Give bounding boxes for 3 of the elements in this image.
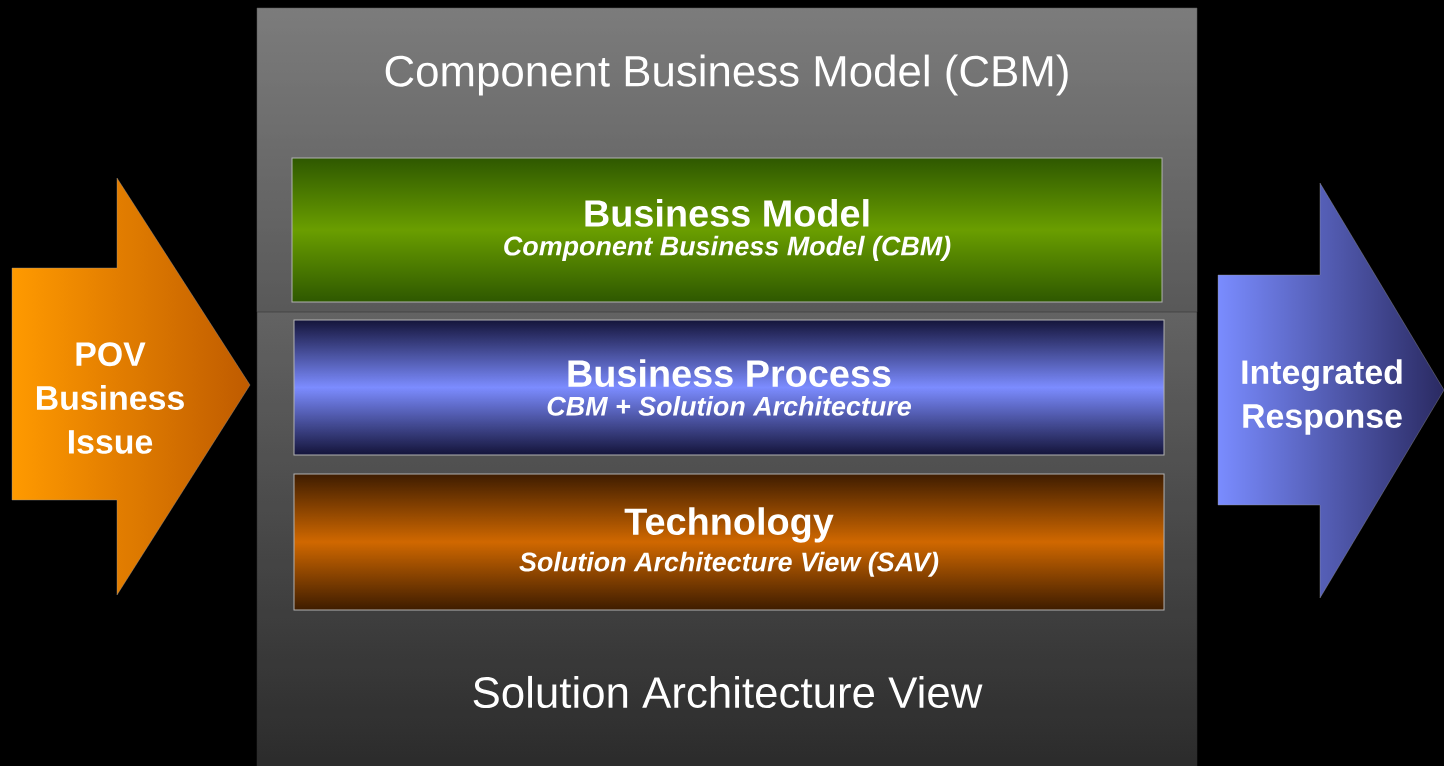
- layer-bar: Business Model Component Business Model (CBM): [291, 157, 1163, 303]
- layer-bar: Business Process CBM + Solution Architecture: [293, 319, 1165, 456]
- layer-bar: Technology Solution Architecture View (SAV): [293, 473, 1165, 611]
